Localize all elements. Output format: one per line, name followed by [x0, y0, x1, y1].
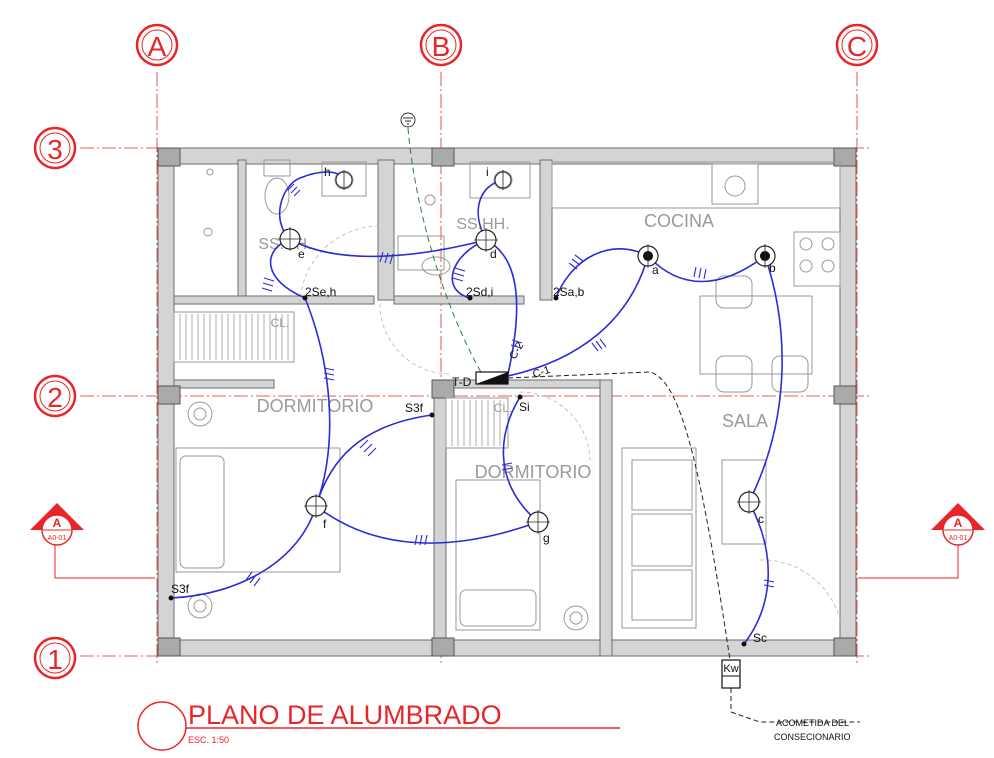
light-label-b: b — [769, 261, 776, 275]
room-label-ss-hh-right: SS.HH. — [456, 216, 509, 233]
light-label-e: e — [298, 247, 305, 261]
grid-bubble-3: 3 — [33, 126, 77, 170]
light-d: d — [474, 228, 498, 261]
distribution-panel: T-D C-2 C-1 — [452, 340, 552, 389]
section-ref-right: A0-01 — [949, 535, 968, 542]
light-a: a — [637, 244, 659, 277]
grid-label-a: A — [148, 31, 167, 62]
wall-light-h: h — [324, 165, 353, 190]
switch-label-si: Si — [519, 400, 530, 414]
section-mark-letter-left: A — [53, 516, 62, 530]
service-note-line1: ACOMETIDA DEL — [776, 718, 849, 728]
light-label-g: g — [543, 531, 550, 545]
section-marker-right: A A0-01 — [858, 503, 985, 579]
room-label-cl-left: CL. — [271, 316, 290, 330]
switch-label-s3f-lower: S3f — [171, 582, 190, 596]
light-f: f — [304, 494, 328, 531]
light-e: e — [278, 227, 305, 261]
light-label-c: c — [758, 512, 764, 526]
light-label-h: h — [324, 165, 331, 179]
room-label-dormitorio-center: DORMITORIO — [475, 462, 592, 482]
light-label-d: d — [490, 247, 497, 261]
room-label-dormitorio-left: DORMITORIO — [257, 396, 374, 416]
switch-label-2sa-b: 2Sa,b — [553, 285, 585, 299]
meter-label: Kw — [723, 663, 738, 675]
light-label-i: i — [486, 165, 489, 179]
switch-label-2sd-i: 2Sd,i — [466, 285, 493, 299]
grid-label-2: 2 — [47, 382, 63, 413]
grid-bubble-a: A — [135, 23, 179, 67]
section-marker-left: A A0-01 — [30, 503, 155, 579]
ground-wire — [400, 112, 483, 375]
wall-light-i: i — [486, 165, 512, 190]
light-fixtures: e d a b f g — [278, 165, 776, 545]
light-c: c — [737, 490, 764, 526]
section-mark-letter-right: A — [954, 516, 963, 530]
service-note-line2: CONSECIONARIO — [774, 732, 851, 742]
light-label-a: a — [652, 263, 659, 277]
columns — [157, 147, 857, 657]
grid-bubble-b: B — [419, 23, 463, 67]
room-label-cocina: COCINA — [644, 211, 714, 231]
section-ref-left: A0-01 — [48, 535, 67, 542]
meter-kw: Kw — [721, 659, 741, 689]
grid-bubble-c: C — [835, 23, 879, 67]
light-g: g — [526, 510, 550, 545]
switch-label-s3f-upper: S3f — [405, 401, 424, 415]
switch-label-sc: Sc — [753, 631, 767, 645]
door-swings — [299, 225, 841, 621]
grid-label-b: B — [432, 31, 451, 62]
grid-bubble-1: 1 — [33, 636, 77, 680]
wire-hash-marks — [245, 183, 775, 588]
drawing-title: PLANO DE ALUMBRADO — [188, 700, 502, 730]
room-label-sala: SALA — [722, 411, 768, 431]
switch-label-2se-h: 2Se,h — [305, 285, 336, 299]
title-block: PLANO DE ALUMBRADO ESC. 1:50 ACOMETIDA D… — [137, 700, 851, 751]
light-label-f: f — [323, 517, 327, 531]
light-b: b — [754, 244, 776, 275]
closet-hatch — [179, 314, 501, 446]
panel-label: T-D — [452, 375, 472, 389]
circuit-label-c1: C-1 — [531, 364, 552, 381]
furniture — [173, 159, 841, 631]
grid-label-1: 1 — [47, 644, 63, 675]
grid-bubble-2: 2 — [33, 374, 77, 418]
grid-label-c: C — [847, 31, 867, 62]
circuit-label-c2: C-2 — [507, 340, 526, 361]
room-label-cl-center: CL. — [494, 401, 513, 415]
grid-label-3: 3 — [47, 134, 63, 165]
drawing-scale: ESC. 1:50 — [188, 735, 229, 745]
service-feed — [507, 371, 860, 723]
room-labels: SS.HH. SS.HH. COCINA DORMITORIO DORMITOR… — [257, 211, 768, 482]
switches: 2Se,h 2Sd,i 2Sa,b S3f Si S3f Sc — [168, 285, 767, 647]
